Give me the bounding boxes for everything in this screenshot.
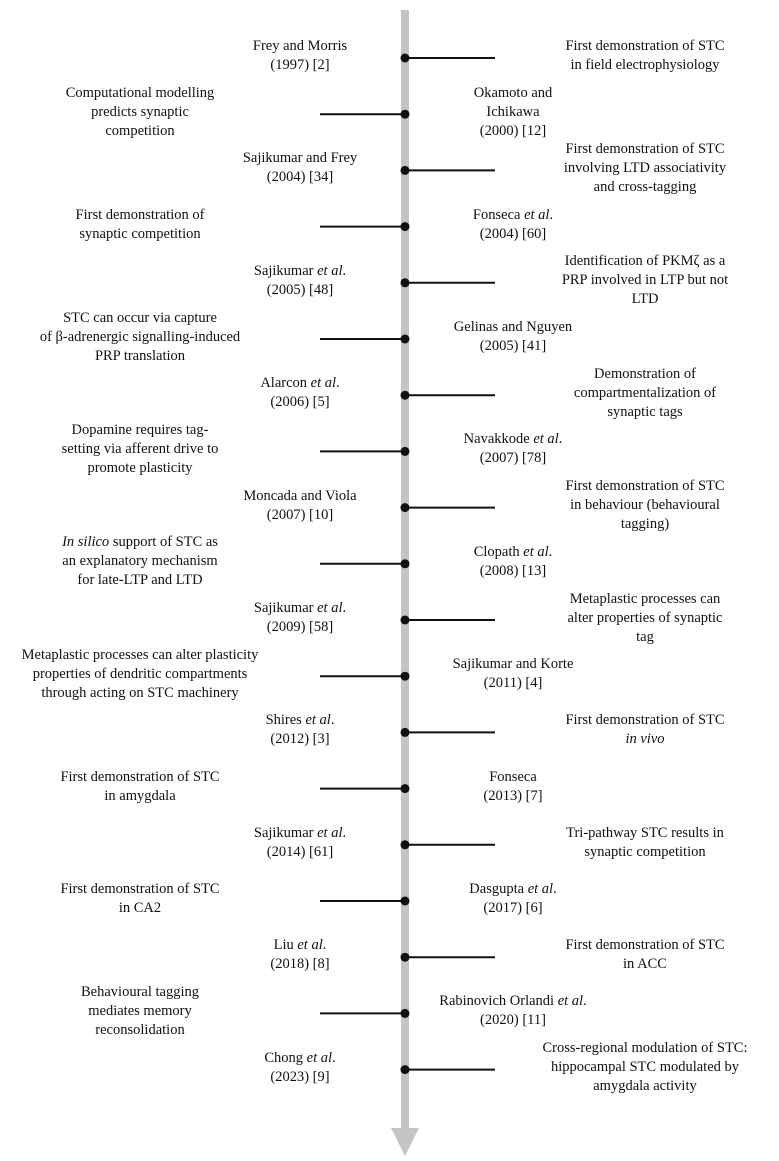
timeline-axis bbox=[401, 10, 409, 1130]
event-reference: Alarcon et al. (2006) [5] bbox=[260, 375, 340, 411]
event-description: Dopamine requires tag- setting via affer… bbox=[61, 421, 219, 476]
event-description: First demonstration of STC in vivo bbox=[565, 712, 725, 748]
event-description: STC can occur via capture of β-adrenergi… bbox=[39, 309, 241, 364]
event-description: Metaplastic processes can alter plastici… bbox=[21, 646, 259, 701]
event-reference: Clopath et al. (2008) [13] bbox=[473, 543, 553, 579]
event-description: First demonstration of STC in ACC bbox=[565, 937, 725, 973]
event-reference: Moncada and Viola (2007) [10] bbox=[243, 487, 357, 523]
event-dot bbox=[400, 165, 410, 175]
event-description: Identification of PKMζ as a PRP involved… bbox=[561, 253, 729, 308]
event-dot bbox=[400, 559, 410, 569]
event-reference: Sajikumar and Frey (2004) [34] bbox=[242, 150, 358, 186]
event-dot bbox=[400, 727, 410, 737]
event-dot bbox=[400, 952, 410, 962]
event-reference: Rabinovich Orlandi et al. (2020) [11] bbox=[439, 993, 587, 1029]
event-reference: Liu et al. (2018) [8] bbox=[270, 937, 330, 973]
event-description: Cross-regional modulation of STC: hippoc… bbox=[542, 1040, 748, 1095]
event-dot bbox=[400, 615, 410, 625]
events-layer bbox=[320, 53, 495, 1075]
event-dot bbox=[400, 671, 410, 681]
event-reference: Sajikumar and Korte (2011) [4] bbox=[452, 656, 574, 692]
event-reference: Gelinas and Nguyen (2005) [41] bbox=[453, 319, 573, 354]
event-dot bbox=[400, 334, 410, 344]
event-dot bbox=[400, 840, 410, 850]
event-dot bbox=[400, 896, 410, 906]
event-dot bbox=[400, 503, 410, 513]
event-reference: Chong et al. (2023) [9] bbox=[264, 1049, 336, 1085]
event-reference: Navakkode et al. (2007) [78] bbox=[463, 431, 563, 467]
event-dot bbox=[400, 1008, 410, 1018]
event-description: First demonstration of STC in CA2 bbox=[60, 881, 220, 916]
event-description: First demonstration of STC in behaviour … bbox=[565, 478, 725, 533]
event-description: First demonstration of STC in field elec… bbox=[565, 38, 725, 73]
event-reference: Sajikumar et al. (2014) [61] bbox=[253, 824, 347, 860]
event-reference: Shires et al. (2012) [3] bbox=[265, 712, 335, 748]
event-dot bbox=[400, 278, 410, 288]
timeline-arrowhead bbox=[391, 1128, 419, 1156]
event-reference: Sajikumar et al. (2005) [48] bbox=[253, 262, 347, 298]
event-dot bbox=[400, 446, 410, 456]
event-description: Metaplastic processes can alter properti… bbox=[567, 590, 723, 645]
event-reference: Frey and Morris (1997) [2] bbox=[252, 38, 348, 73]
event-reference: Sajikumar et al. (2009) [58] bbox=[253, 600, 347, 635]
event-description: Behavioural tagging mediates memory reco… bbox=[81, 983, 199, 1038]
event-description: First demonstration of STC involving LTD… bbox=[563, 140, 727, 195]
event-description: In silico support of STC as an explanato… bbox=[62, 534, 218, 589]
event-description: Computational modelling predicts synapti… bbox=[65, 84, 215, 139]
event-reference: Okamoto and Ichikawa (2000) [12] bbox=[473, 84, 553, 139]
event-dot bbox=[400, 784, 410, 794]
event-dot bbox=[400, 109, 410, 119]
event-dot bbox=[400, 222, 410, 232]
event-description: First demonstration of STC in amygdala bbox=[60, 768, 220, 804]
event-description: Tri-pathway STC results in synaptic comp… bbox=[566, 824, 724, 860]
event-reference: Fonseca et al. (2004) [60] bbox=[472, 206, 554, 242]
event-description: Demonstration of compartmentalization of… bbox=[573, 365, 717, 420]
event-reference: Dasgupta et al. (2017) [6] bbox=[469, 881, 557, 916]
event-reference: Fonseca (2013) [7] bbox=[483, 768, 543, 804]
event-dot bbox=[400, 53, 410, 63]
event-description: First demonstration of synaptic competit… bbox=[75, 206, 205, 242]
event-dot bbox=[400, 1065, 410, 1075]
event-dot bbox=[400, 390, 410, 400]
